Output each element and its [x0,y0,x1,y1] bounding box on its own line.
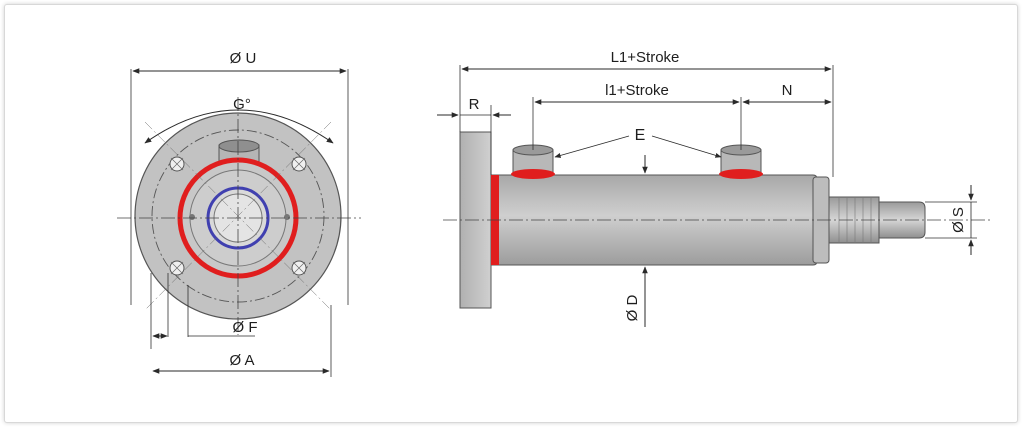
dim-e-label: E [635,127,646,144]
dim-g-label: G° [233,96,251,113]
side-view: L1+Stroke l1+Stroke N R E Ø D Ø S [437,49,991,327]
front-view: Ø U G° Ø F Ø A [117,50,361,377]
dim-s-label: Ø S [950,207,967,233]
drawing-frame: Ø U G° Ø F Ø A [4,4,1018,423]
port-2 [719,144,763,179]
port-1 [511,144,555,179]
dim-r-label: R [469,96,480,113]
technical-drawing: Ø U G° Ø F Ø A [117,49,991,377]
dim-d-label: Ø D [624,295,641,322]
dim-f-label: Ø F [233,319,258,336]
dim-l1-small-label: l1+Stroke [605,82,669,99]
dim-n-label: N [782,82,793,99]
angle-arc [144,109,334,144]
dim-a-label: Ø A [229,352,254,369]
bolt-holes [169,156,307,276]
dim-u-label: Ø U [230,50,257,67]
dim-l1-label: L1+Stroke [611,49,680,66]
